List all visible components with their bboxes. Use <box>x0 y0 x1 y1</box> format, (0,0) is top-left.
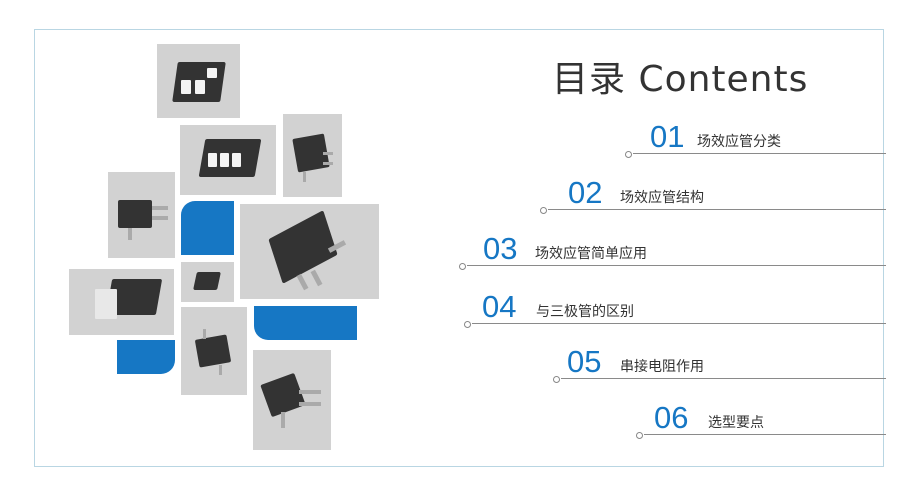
bullet-dot-icon <box>464 321 471 328</box>
toc-label: 场效应管结构 <box>620 190 704 206</box>
bullet-dot-icon <box>625 151 632 158</box>
blue-block-1 <box>181 201 234 255</box>
dfn-large-package-image <box>69 269 174 335</box>
sot89-bottom-package-image <box>253 350 331 450</box>
page-title: 目录 Contents <box>552 59 809 100</box>
bullet-dot-icon <box>540 207 547 214</box>
bullet-dot-icon <box>553 376 560 383</box>
toc-label: 串接电阻作用 <box>620 359 704 375</box>
toc-number: 05 <box>567 344 602 379</box>
bullet-dot-icon <box>636 432 643 439</box>
toc-underline <box>633 153 886 154</box>
toc-item-03[interactable]: 03 场效应管简单应用 <box>459 231 886 270</box>
toc-underline <box>548 209 886 210</box>
toc-number: 03 <box>483 231 518 266</box>
toc-item-06[interactable]: 06 选型要点 <box>636 400 886 439</box>
toc-underline <box>561 378 886 379</box>
toc-item-04[interactable]: 04 与三极管的区别 <box>464 289 886 328</box>
sot23-package-image <box>283 114 342 197</box>
page-frame <box>34 29 884 467</box>
toc-underline <box>472 323 886 324</box>
sot23-6-package-image <box>181 307 247 395</box>
toc-number: 06 <box>654 400 689 435</box>
toc-label: 与三极管的区别 <box>536 304 634 320</box>
toc-item-01[interactable]: 01 场效应管分类 <box>625 119 886 158</box>
sot223-package-image <box>240 204 379 299</box>
toc-label: 场效应管分类 <box>697 134 781 150</box>
toc-underline <box>644 434 886 435</box>
blue-block-3 <box>117 340 175 374</box>
toc-number: 01 <box>650 119 685 154</box>
toc-label: 选型要点 <box>708 415 764 431</box>
toc-number: 02 <box>568 175 603 210</box>
blue-block-2 <box>254 306 357 340</box>
bullet-dot-icon <box>459 263 466 270</box>
toc-underline <box>467 265 886 266</box>
sot89-package-image <box>108 172 175 258</box>
qfn-package-image <box>181 262 234 302</box>
dfn-package-image <box>157 44 240 118</box>
dfn-package-image-2 <box>180 125 276 195</box>
toc-number: 04 <box>482 289 517 324</box>
toc-item-02[interactable]: 02 场效应管结构 <box>540 175 886 214</box>
toc-label: 场效应管简单应用 <box>535 246 647 262</box>
toc-item-05[interactable]: 05 串接电阻作用 <box>553 344 886 383</box>
